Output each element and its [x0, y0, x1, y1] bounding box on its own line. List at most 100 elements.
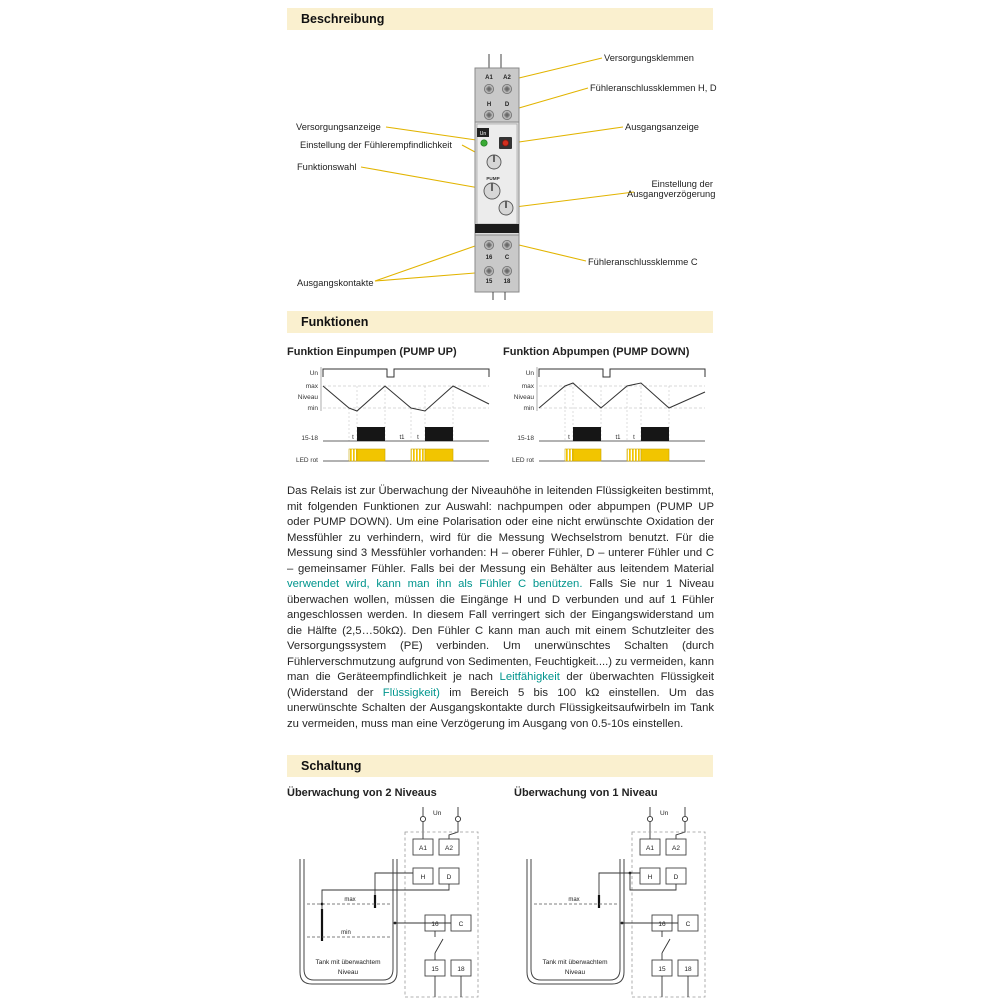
row-label-output: 15-18 — [517, 435, 534, 442]
terminal-box-15: 15 — [658, 966, 666, 973]
row-label-led: LED rot — [512, 457, 534, 464]
description-text: Falls Sie nur 1 Niveau überwachen wollen… — [287, 578, 714, 683]
callout-ausgangsanzeige: Ausgangsanzeige — [625, 122, 699, 132]
terminal-box-15: 15 — [431, 966, 439, 973]
timing-panel-pump-down: Funktion Abpumpen (PUMP DOWN) Un max Niv… — [503, 346, 715, 478]
description-link[interactable]: verwendet wird, kann man ihn als Fühler … — [287, 578, 583, 590]
terminal-screw-icon — [501, 109, 513, 121]
un-label: Un — [660, 810, 669, 817]
junction-dot — [620, 921, 624, 925]
terminal-screw-icon — [501, 265, 513, 277]
knob-sensitivity[interactable] — [486, 154, 502, 170]
wiring-title-one-level: Überwachung von 1 Niveau — [514, 787, 658, 799]
led-blink-block — [348, 448, 358, 462]
led-blink-block — [410, 448, 426, 462]
callout-ausgangskontakte: Ausgangskontakte — [297, 278, 374, 288]
description-text: Das Relais ist zur Überwachung der Nivea… — [287, 485, 714, 575]
terminal-box-a2: A2 — [445, 845, 453, 852]
callout-line — [511, 126, 624, 144]
un-trace — [538, 368, 706, 378]
terminal-box-18: 18 — [457, 966, 465, 973]
row-label-un: Un — [526, 370, 535, 377]
wiring-title-two-levels: Überwachung von 2 Niveaus — [287, 787, 437, 799]
supply-terminal-icon — [454, 815, 462, 823]
led-on-block — [640, 448, 670, 462]
wiring-diagram-two-levels: Un A1 A2 H D 16 C 15 18 — [299, 807, 479, 998]
section-title-beschreibung: Beschreibung — [301, 12, 385, 26]
marker-t: t — [417, 435, 419, 441]
timing-panel-pump-up: Funktion Einpumpen (PUMP UP) Un max Nive… — [287, 346, 499, 478]
terminal-box-d: D — [447, 874, 452, 881]
callout-line — [518, 57, 603, 79]
tank-label-line2: Niveau — [565, 969, 586, 976]
callout-line — [385, 126, 484, 142]
device-diagram: A1 A2 H D Un PUMP — [360, 54, 635, 300]
output-on-block — [425, 427, 453, 441]
timing-diagram-pump-down: Un max Niveau min 15-18 LED rot t t1 t — [512, 367, 706, 464]
description-text: der überwachten Flüssigkeit (Widerstand … — [287, 671, 714, 699]
wire-d-to-min-probe — [321, 884, 450, 909]
tank-label-line1: Tank mit überwachtem — [542, 959, 607, 966]
terminal-box-d: D — [674, 874, 679, 881]
contact-symbol — [661, 938, 671, 954]
section-header-beschreibung: Beschreibung — [287, 8, 713, 30]
row-label-un: Un — [310, 370, 319, 377]
supply-terminal-icon — [419, 815, 427, 823]
row-label-led: LED rot — [296, 457, 318, 464]
callout-einstellung-empfindlichkeit: Einstellung der Fühlerempfindlichkeit — [300, 140, 452, 150]
output-on-block — [641, 427, 669, 441]
marker-t1: t1 — [615, 435, 621, 441]
tank — [299, 859, 398, 985]
description-link[interactable]: Flüssigkeit) — [382, 686, 440, 699]
callout-versorgungsanzeige: Versorgungsanzeige — [296, 122, 381, 132]
supply-terminal-icon — [681, 815, 689, 823]
row-label-niveau: Niveau — [514, 394, 535, 401]
callout-line — [518, 244, 587, 262]
callout-versorgungsklemmen: Versorgungsklemmen — [604, 53, 694, 63]
led-blink-block — [564, 448, 574, 462]
section-title-schaltung: Schaltung — [301, 759, 362, 773]
led-on-block — [424, 448, 454, 462]
timing-title-pump-up: Funktion Einpumpen (PUMP UP) — [287, 346, 457, 358]
output-on-block — [357, 427, 385, 441]
un-trace — [322, 368, 490, 378]
terminal-box-a2: A2 — [672, 845, 680, 852]
section-header-schaltung: Schaltung — [287, 755, 713, 777]
terminal-screw-icon — [483, 265, 495, 277]
led-on-block — [572, 448, 602, 462]
wire-h-to-probe — [598, 872, 640, 895]
row-label-max: max — [306, 383, 319, 390]
terminal-box-16: 16 — [658, 921, 666, 928]
green-led-icon — [480, 139, 488, 147]
contact-symbol — [434, 938, 444, 954]
description-paragraph: Das Relais ist zur Überwachung der Nivea… — [287, 484, 714, 732]
supply-terminal-icon — [646, 815, 654, 823]
terminal-label-h: H — [487, 102, 491, 108]
callout-fuehleranschlussklemmen-hd: Fühleranschlussklemmen H, D — [590, 83, 717, 93]
callout-line — [374, 272, 476, 282]
knob-function[interactable] — [483, 182, 501, 200]
terminal-label-d: D — [505, 102, 510, 108]
row-label-min: min — [308, 405, 319, 412]
callout-einstellung-ausgangverzoegerung: Einstellung der Ausgangverzögerung — [627, 179, 716, 199]
tank-label-line2: Niveau — [338, 969, 359, 976]
device-label-strip — [475, 224, 519, 233]
description-link[interactable]: Leitfähigkeit — [499, 671, 560, 683]
junction-dot — [393, 921, 397, 925]
relay-outline — [404, 831, 479, 998]
relay-outline — [631, 831, 706, 998]
callout-fuehleranschlussklemme-c: Fühleranschlussklemme C — [588, 257, 698, 267]
timing-diagram-pump-up: Un max Niveau min 15-18 LED rot t t1 t — [296, 367, 490, 464]
niveau-trace — [322, 385, 490, 412]
wiring-panel-one-level: Überwachung von 1 Niveau Un A1 A2 H D — [514, 787, 726, 1000]
red-led-icon — [502, 139, 509, 147]
terminal-label-15: 15 — [486, 279, 493, 285]
marker-t: t — [633, 435, 635, 441]
callout-line — [518, 87, 589, 109]
knob-delay[interactable] — [498, 200, 514, 216]
terminal-screw-icon — [483, 109, 495, 121]
terminal-label-c: C — [505, 255, 510, 261]
wiring-diagram-one-level: Un A1 A2 H D 16 C 15 18 — [526, 807, 706, 998]
led-on-block — [356, 448, 386, 462]
device-figure: A1 A2 H D Un PUMP — [287, 40, 717, 302]
